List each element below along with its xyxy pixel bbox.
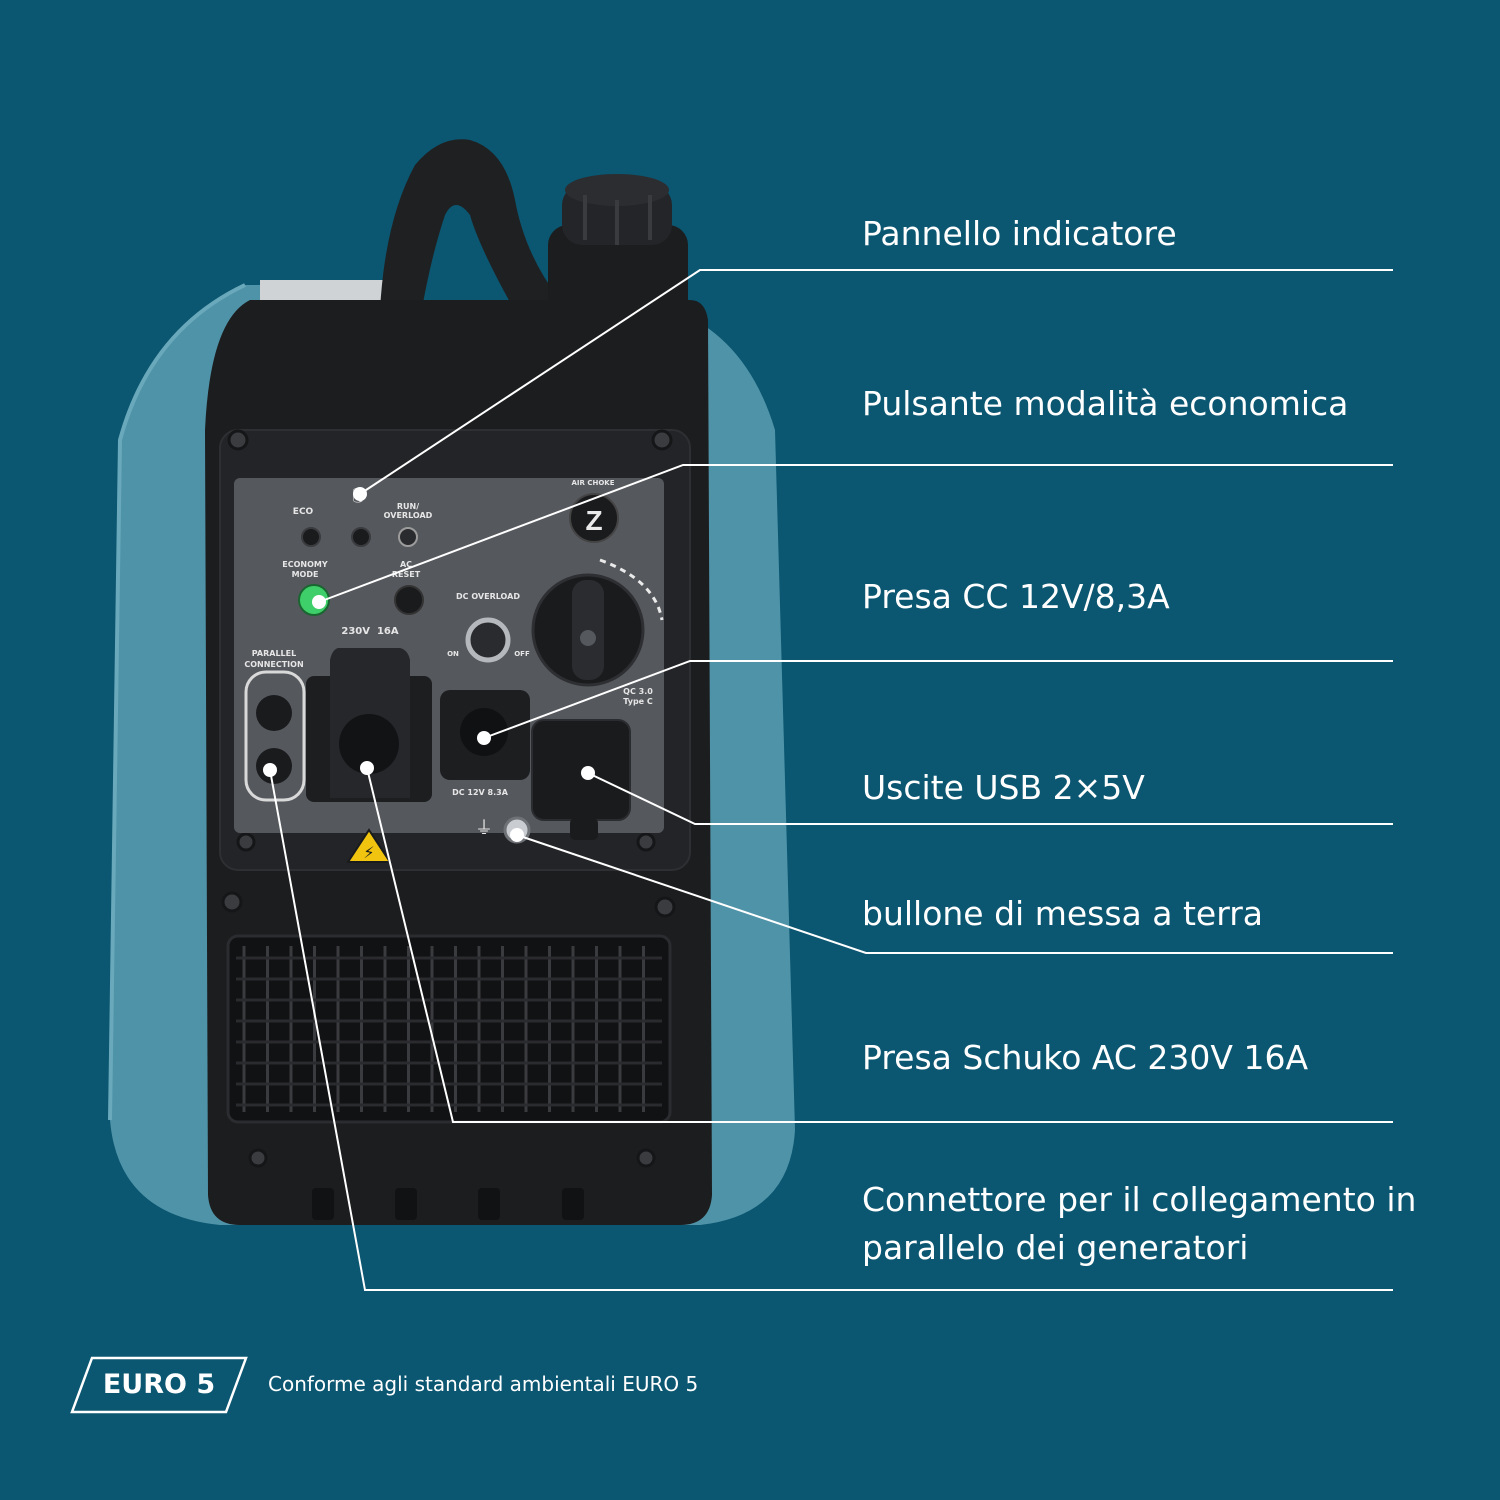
dc-rating-label: DC 12V 8.3A [452,788,509,797]
svg-text:⚡: ⚡ [363,845,374,862]
qc-label-1: QC 3.0 [623,687,653,696]
callout-usb-outputs: Uscite USB 2×5V [862,768,1145,807]
euro5-badge-label: EURO 5 [102,1369,216,1400]
dc-overload-breaker[interactable] [465,617,511,663]
dc-overload-label: DC OVERLOAD [456,592,520,601]
qc-label-2: Type C [623,697,653,706]
callout-economy-button: Pulsante modalità economica [862,384,1349,423]
economy-mode-label-2: MODE [292,570,319,579]
euro5-compliance-note: Conforme agli standard ambientali EURO 5 [268,1372,699,1396]
rating-label: 230V 16A [341,626,398,637]
warning-triangle-icon [346,828,392,863]
leader-usb-outputs [587,772,1393,825]
choke-logo-icon: Z [585,505,602,536]
ventilation-grille [226,934,672,1124]
ac-reset-button[interactable] [394,585,424,615]
usb-cover[interactable] [531,719,631,821]
run-overload-label-1: RUN/ [397,502,419,511]
dc-on-label: ON [447,650,459,658]
feet [312,1188,584,1220]
callout-dc-socket: Presa CC 12V/8,3A [862,577,1170,616]
ac-reset-label-2: RESET [392,570,421,579]
callout-indicator-panel: Pannello indicatore [862,214,1177,253]
run-indicator [398,527,418,547]
leader-ground-bolt [516,834,1393,954]
euro5-badge: EURO 5 [70,1356,248,1414]
leader-indicator-panel [359,269,1393,495]
air-choke-label: AIR CHOKE [571,479,614,487]
callout-parallel-line-1: Connettore per il collegamento in [862,1180,1417,1219]
callout-dots [263,487,595,842]
fuel-cap [548,174,688,320]
callout-parallel-line-2: parallelo dei generatori [862,1228,1249,1267]
ground-symbol-icon: ⏚ [475,818,493,838]
leader-parallel-connector [269,769,1393,1291]
callout-lines [269,269,1393,1291]
parallel-connection-label-1: PARALLEL [252,649,296,658]
eco-label: ECO [293,507,314,517]
leader-economy-button [318,464,1393,603]
air-choke-knob[interactable] [569,493,619,543]
eco-indicator [301,527,321,547]
badge-frame [70,1356,248,1414]
callout-schuko-socket: Presa Schuko AC 230V 16A [862,1038,1309,1077]
leader-schuko-socket [366,767,1393,1123]
callout-ground-bolt: bullone di messa a terra [862,894,1263,933]
economy-mode-label-1: ECONOMY [282,560,328,569]
dc-off-label: OFF [514,650,530,658]
handle [380,139,560,320]
leader-dc-socket [483,660,1393,739]
run-overload-label-2: OVERLOAD [384,511,433,520]
callout-parallel-connector: Connettore per il collegamento in parall… [862,1176,1462,1272]
parallel-connection-label-2: CONNECTION [244,660,303,669]
grille-slats [236,946,662,1112]
ac-reset-label-1: AC [400,560,412,569]
oil-indicator [351,527,371,547]
